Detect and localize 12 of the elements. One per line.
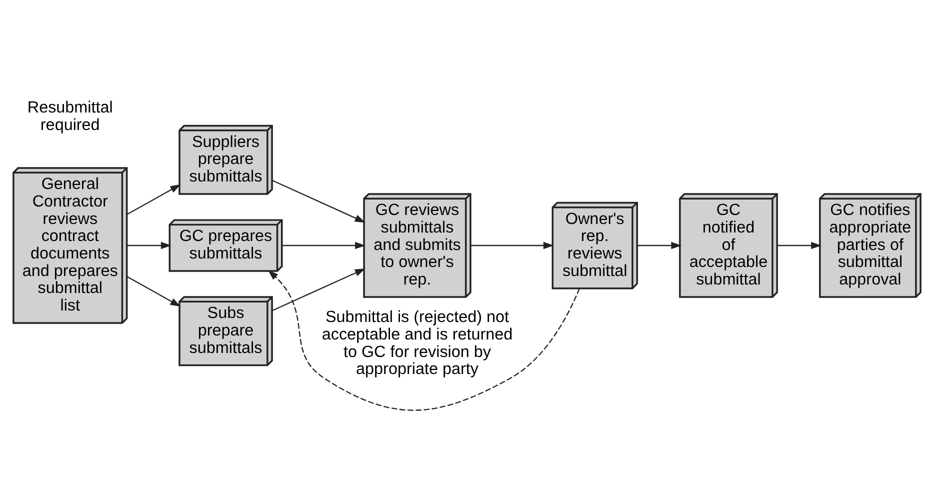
arrow <box>126 276 181 307</box>
arrow <box>127 242 172 250</box>
arrow <box>272 268 366 312</box>
arrow <box>282 242 366 250</box>
edge-label: Submittal is (rejected) not acceptable and is returned to GC for revision by appropriate party <box>322 308 513 378</box>
arrow <box>126 184 181 215</box>
arrow <box>268 270 580 411</box>
arrow <box>272 180 366 223</box>
arrow <box>777 242 822 250</box>
arrow <box>637 242 682 250</box>
arrow <box>470 242 554 250</box>
label: Resubmittal required <box>27 98 113 134</box>
